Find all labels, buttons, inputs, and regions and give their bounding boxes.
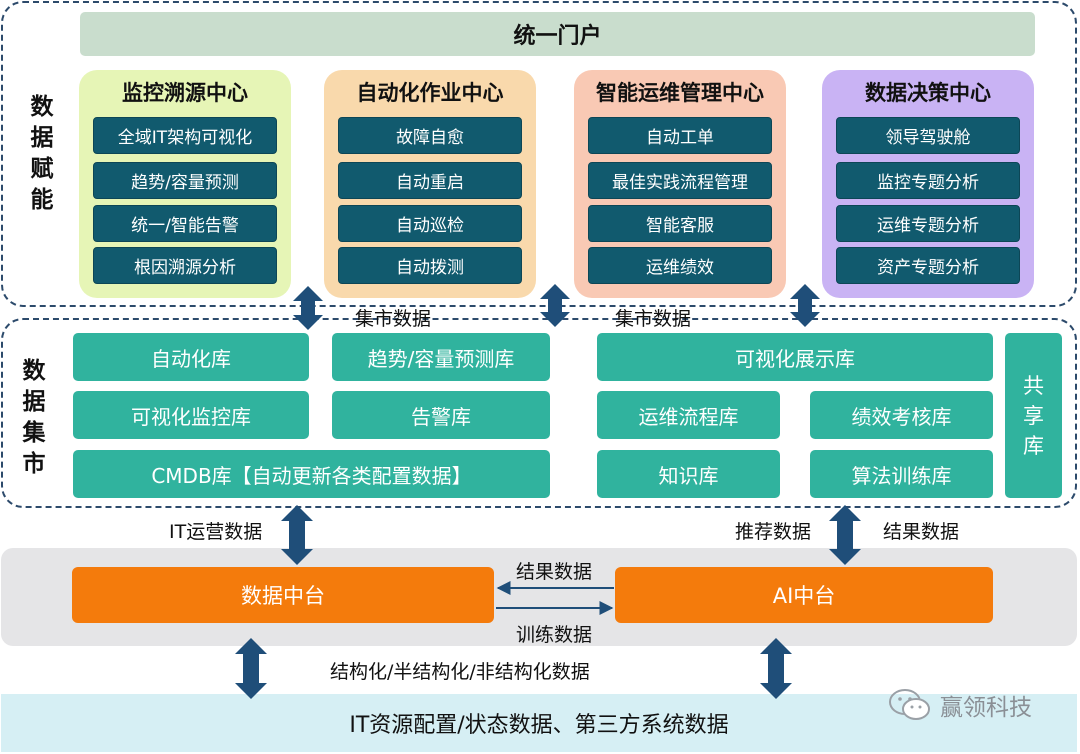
center-title: 监控溯源中心 [122, 81, 248, 105]
center-item[interactable]: 全域IT架构可视化 [93, 117, 277, 154]
mart-cmdb[interactable]: CMDB库【自动更新各类配置数据】 [73, 450, 550, 498]
flow-label-structured-data: 结构化/半结构化/非结构化数据 [330, 661, 590, 683]
center-title: 智能运维管理中心 [596, 81, 764, 105]
mart-visual-display[interactable]: 可视化展示库 [597, 333, 993, 381]
center-item[interactable]: 自动重启 [338, 162, 522, 199]
center-item[interactable]: 监控专题分析 [836, 162, 1020, 199]
wechat-icon [889, 689, 930, 720]
data-source-bar: IT资源配置/状态数据、第三方系统数据 [1, 694, 1077, 752]
mart-automation[interactable]: 自动化库 [73, 333, 309, 381]
center-item[interactable]: 自动巡检 [338, 205, 522, 242]
center-monitor-tracing: 监控溯源中心 全域IT架构可视化 趋势/容量预测 统一/智能告警 根因溯源分析 [79, 70, 291, 298]
center-item[interactable]: 智能客服 [588, 205, 772, 242]
center-item[interactable]: 运维专题分析 [836, 205, 1020, 242]
center-item[interactable]: 根因溯源分析 [93, 247, 277, 284]
center-item[interactable]: 自动工单 [588, 117, 772, 154]
center-item[interactable]: 趋势/容量预测 [93, 162, 277, 199]
center-item[interactable]: 故障自愈 [338, 117, 522, 154]
center-item[interactable]: 自动拨测 [338, 247, 522, 284]
ai-platform[interactable]: AI中台 [615, 567, 993, 623]
unified-portal[interactable]: 统一门户 [80, 12, 1035, 56]
flow-label-it-ops-data: IT运营数据 [169, 521, 263, 543]
center-item[interactable]: 运维绩效 [588, 247, 772, 284]
flow-label-training-data: 训练数据 [516, 624, 593, 646]
mart-knowledge[interactable]: 知识库 [597, 450, 780, 498]
mart-shared[interactable]: 共享库 [1005, 333, 1062, 498]
center-data-decision: 数据决策中心 领导驾驶舱 监控专题分析 运维专题分析 资产专题分析 [822, 70, 1034, 298]
mart-layer-label: 数据集市 [22, 358, 46, 477]
flow-label-recommend-data: 推荐数据 [735, 521, 812, 543]
double-arrow-icon [235, 638, 267, 699]
center-item[interactable]: 领导驾驶舱 [836, 117, 1020, 154]
center-item[interactable]: 统一/智能告警 [93, 205, 277, 242]
watermark: 赢领科技 [888, 688, 1032, 722]
center-intelligent-ops-mgmt: 智能运维管理中心 自动工单 最佳实践流程管理 智能客服 运维绩效 [574, 70, 786, 298]
center-automation-ops: 自动化作业中心 故障自愈 自动重启 自动巡检 自动拨测 [324, 70, 536, 298]
mart-shared-label: 共享库 [1023, 373, 1044, 458]
center-title: 数据决策中心 [865, 81, 991, 105]
mart-algorithm[interactable]: 算法训练库 [810, 450, 993, 498]
mart-trend-forecast[interactable]: 趋势/容量预测库 [332, 333, 550, 381]
flow-label-mart-data: 集市数据 [355, 308, 432, 330]
mart-alert[interactable]: 告警库 [332, 391, 550, 439]
data-platform[interactable]: 数据中台 [72, 567, 494, 623]
center-item[interactable]: 最佳实践流程管理 [588, 162, 772, 199]
mart-performance[interactable]: 绩效考核库 [810, 391, 993, 439]
mart-visual-monitor[interactable]: 可视化监控库 [73, 391, 309, 439]
flow-label-result-data: 结果数据 [516, 561, 593, 583]
flow-label-result-data: 结果数据 [883, 521, 960, 543]
mart-ops-process[interactable]: 运维流程库 [597, 391, 780, 439]
center-title: 自动化作业中心 [356, 81, 504, 105]
empower-layer-label: 数据赋能 [30, 94, 54, 213]
watermark-text: 赢领科技 [940, 695, 1032, 721]
flow-label-mart-data: 集市数据 [615, 308, 692, 330]
center-item[interactable]: 资产专题分析 [836, 247, 1020, 284]
double-arrow-icon [760, 638, 792, 699]
